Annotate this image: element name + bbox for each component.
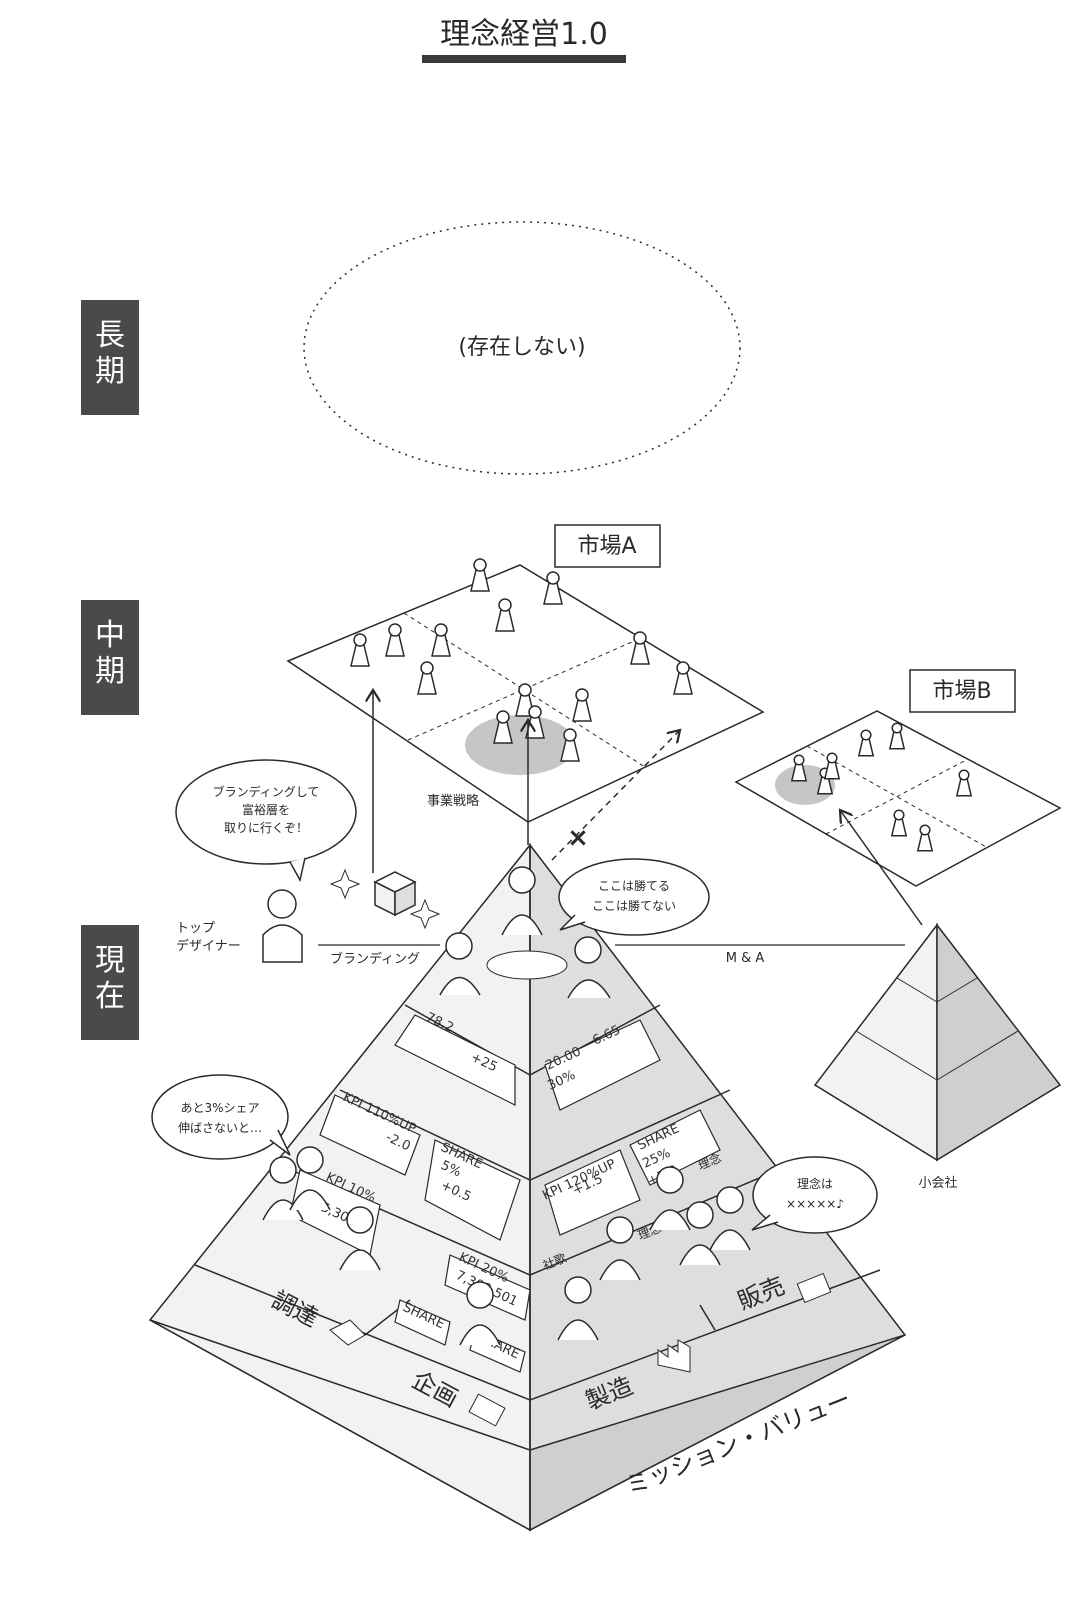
subsidiary-pyramid [813, 922, 1062, 1162]
factory-icon [657, 1339, 691, 1373]
band-long-term-label: 長期 [95, 318, 125, 389]
shop-icon [796, 1272, 832, 1304]
worker-figure [709, 1186, 751, 1251]
svg-text:ブランディングして富裕層を取りに行くぞ！: ブランディングして富裕層を取りに行くぞ！ [213, 784, 320, 835]
pawn-icon [350, 633, 370, 667]
market-a-pawns [350, 558, 693, 762]
svg-text:あと3%シェア伸ばさないと…: あと3%シェア伸ばさないと… [178, 1101, 262, 1135]
worker-figure [339, 1206, 381, 1271]
market-b: 市場B [734, 669, 1062, 887]
kpi-screen [394, 1014, 516, 1106]
pawn-icon [495, 598, 515, 632]
pawn-icon [823, 752, 841, 780]
title-underline [422, 55, 626, 63]
mna-label: M & A [726, 951, 765, 966]
worker-figure [649, 1166, 691, 1231]
pawn-icon [630, 631, 650, 665]
diagram-title: 理念経営1.0 [440, 17, 608, 52]
pawn-icon [431, 623, 451, 657]
band-mid-term [81, 600, 139, 715]
leaders-group [439, 866, 611, 999]
market-b-grid-1 [806, 745, 989, 849]
pawn-icon [493, 710, 513, 744]
pawn-icon [417, 661, 437, 695]
pawn-icon [888, 722, 906, 750]
workers-group [262, 1146, 751, 1346]
market-a-label: 市場A [577, 534, 636, 559]
kpi-screen [544, 1149, 641, 1236]
market-a: 市場A [286, 524, 765, 823]
market-a-highlight [465, 715, 575, 775]
procurement-icon [329, 1319, 366, 1346]
market-b-label: 市場B [932, 679, 991, 704]
arrow-dashed-failed [551, 730, 680, 861]
band-now [81, 925, 139, 1040]
market-b-pawns [790, 722, 973, 852]
pawn-icon [470, 558, 490, 592]
sparkle-icon [409, 898, 441, 930]
worker-figure [459, 1281, 501, 1346]
kpi-screen [629, 1109, 721, 1186]
strategy-label: 事業戦略 [427, 793, 479, 809]
pawn-icon [790, 754, 808, 782]
pawn-icon [385, 623, 405, 657]
pawn-icon [673, 661, 693, 695]
bubble-designer: ブランディングして富裕層を取りに行くぞ！ [175, 759, 357, 883]
sparkle-icon [329, 868, 361, 900]
svg-text:理念は×××××♪: 理念は×××××♪ [786, 1176, 844, 1211]
pawn-icon [572, 688, 592, 722]
worker-figure [289, 1146, 331, 1211]
market-a-grid-2 [407, 637, 642, 741]
arrow-subsidiary-up [840, 810, 923, 926]
pawn-icon [560, 728, 580, 762]
bubble-rinen: 理念は×××××♪ [751, 1156, 878, 1234]
bubble-share: あと3%シェア伸ばさないと… [151, 1074, 291, 1160]
worker-figure [679, 1201, 721, 1266]
pawn-icon [857, 729, 875, 757]
band-long-term [81, 300, 139, 415]
kpi-screen [319, 1094, 421, 1176]
product-cube-icon [373, 871, 417, 917]
svg-text:ここは勝てるここは勝てない: ここは勝てるここは勝てない [592, 878, 676, 913]
cross-mark: × [567, 823, 589, 853]
bubble-leaders: ここは勝てるここは勝てない [558, 858, 710, 936]
market-b-plane [734, 710, 1062, 887]
market-a-label-box [554, 524, 661, 568]
kpi-screen [394, 1299, 451, 1346]
long-term-oval [303, 221, 741, 475]
band-mid-term-label: 中期 [95, 618, 125, 689]
band-now-label: 現在 [95, 943, 125, 1014]
pawn-icon [543, 571, 563, 605]
pawn-icon [955, 769, 973, 797]
long-term-text: (存在しない) [458, 335, 585, 360]
branding-label: ブランディング [330, 951, 420, 967]
subsidiary-label: 小会社 [918, 1175, 957, 1191]
top-designer [262, 889, 303, 963]
planning-icon [468, 1393, 506, 1427]
kpi-screen [424, 1139, 521, 1241]
worker-figure [599, 1216, 641, 1281]
pawn-icon [890, 809, 908, 837]
market-b-label-box [909, 669, 1016, 713]
pawn-icon [916, 824, 934, 852]
top-designer-label: トップ デザイナー [176, 921, 241, 954]
kpi-screen [544, 1019, 661, 1111]
worker-figure [557, 1276, 599, 1341]
